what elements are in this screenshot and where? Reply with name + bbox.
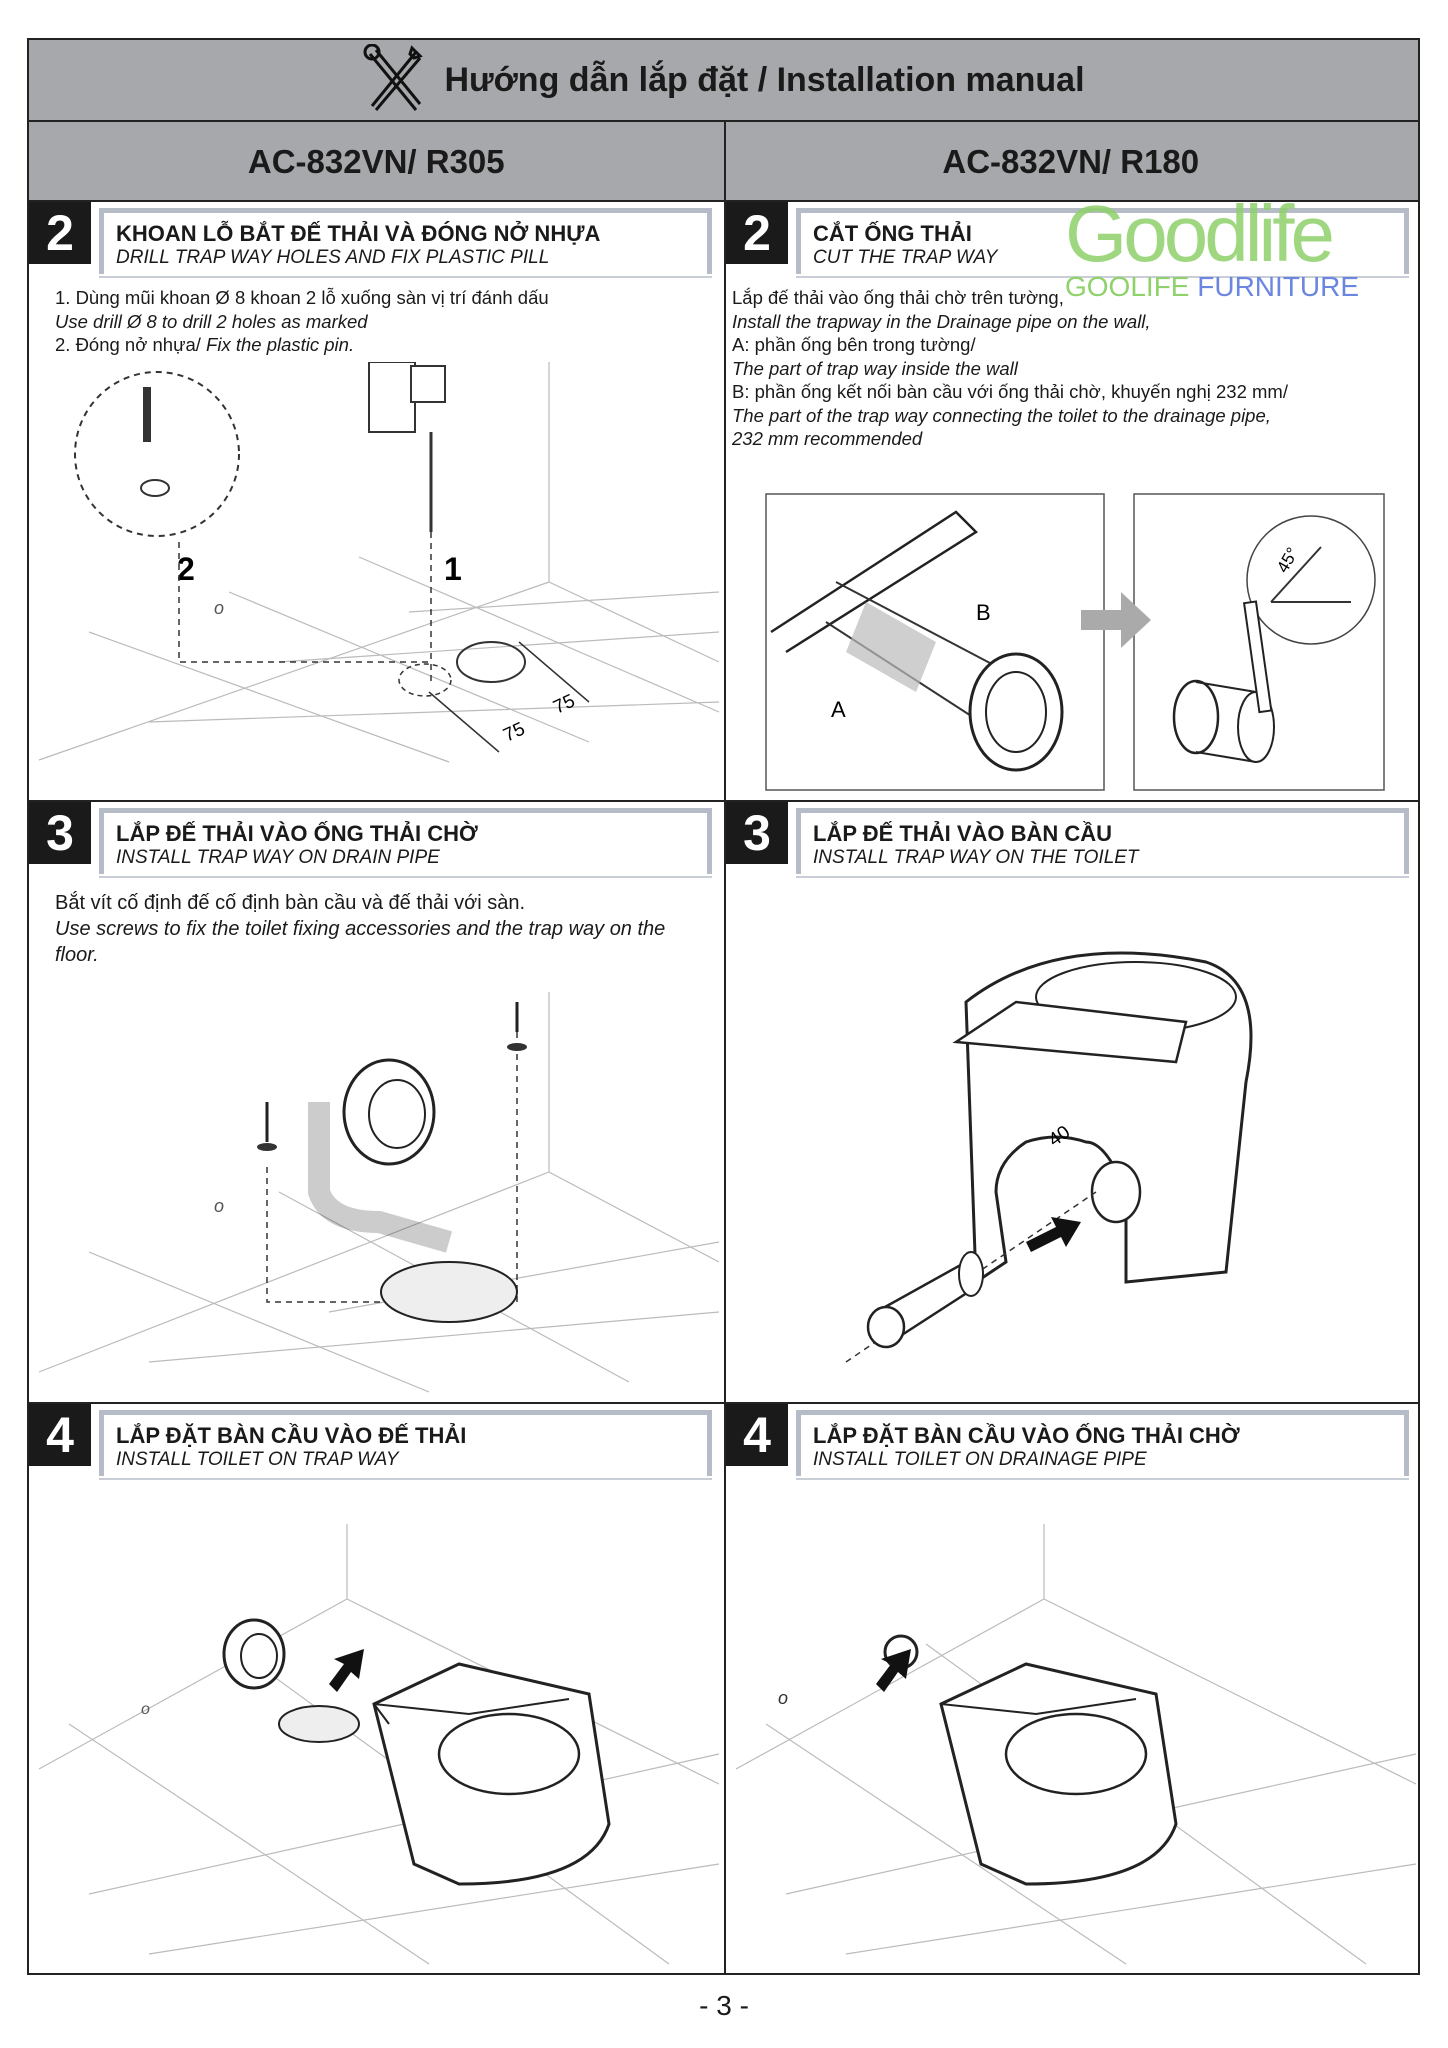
arrow-icon <box>1026 1217 1081 1252</box>
step-heading: LẮP ĐẾ THẢI VÀO BÀN CẦU INSTALL TRAP WAY… <box>796 808 1409 878</box>
model-left: AC-832VN/ R305 <box>247 143 505 180</box>
dimension-label: 75 <box>500 719 528 747</box>
label-a: A <box>831 697 846 722</box>
step-number: 4 <box>726 1404 788 1466</box>
drill-label: 1 <box>444 551 462 587</box>
instruction-line: B: phần ống kết nối bàn cầu với ống thải… <box>732 381 1288 402</box>
o-mark: o <box>214 1196 224 1216</box>
instruction-line: 2. Đóng nở nhựa/ <box>55 334 207 355</box>
model-header: AC-832VN/ R305 AC-832VN/ R180 <box>29 122 1418 202</box>
label-b: B <box>976 600 991 625</box>
step-number: 3 <box>726 802 788 864</box>
row-divider <box>29 800 1418 802</box>
step-title-en: INSTALL TRAP WAY ON THE TOILET <box>813 847 1139 868</box>
instruction-line: The part of the trap way connecting the … <box>732 404 1271 426</box>
arrow-icon <box>329 1649 364 1692</box>
title-bar: Hướng dẫn lắp đặt / Installation manual <box>29 40 1418 122</box>
instruction-line: A: phần ống bên trong tường/ <box>732 334 976 355</box>
instruction-line: 232 mm recommended <box>732 428 923 449</box>
instruction-line: Use drill Ø 8 to drill 2 holes as marked <box>55 310 368 332</box>
logo-main: Goodlife <box>1065 189 1335 278</box>
page-title: Hướng dẫn lắp đặt / Installation manual <box>444 60 1085 99</box>
step-title-vi: LẮP ĐẾ THẢI VÀO ỐNG THẢI CHỜ <box>116 821 478 846</box>
toilet-on-drain-illustration: o <box>735 1524 1417 1965</box>
step-title-vi: KHOAN LỖ BẮT ĐẾ THẢI VÀ ĐÓNG NỞ NHỰA <box>116 221 601 246</box>
left-step-4: 4 LẮP ĐẶT BÀN CẦU VÀO ĐẾ THẢI INSTALL TO… <box>29 1404 724 1977</box>
step-number: 2 <box>726 202 788 264</box>
step-heading: LẮP ĐẶT BÀN CẦU VÀO ỐNG THẢI CHỜ INSTALL… <box>796 1410 1409 1480</box>
tools-icon <box>363 44 424 111</box>
dimension-label: 75 <box>550 691 578 719</box>
toilet-on-trap-illustration: o <box>38 1524 720 1965</box>
row-divider <box>29 1402 1418 1404</box>
pin-label: 2 <box>177 551 195 587</box>
step-instructions: Bắt vít cố định đế cố định bàn cầu và đế… <box>55 890 695 968</box>
column-divider <box>724 122 726 1973</box>
step-instructions: Lắp đế thải vào ống thải chờ trên tường,… <box>732 286 1288 451</box>
file-tool-icon <box>1242 600 1273 714</box>
step-title-en: INSTALL TOILET ON TRAP WAY <box>116 1449 399 1470</box>
step-title-en: INSTALL TRAP WAY ON DRAIN PIPE <box>116 847 440 868</box>
manual-page: Hướng dẫn lắp đặt / Installation manual … <box>27 38 1420 1975</box>
step-title-vi: CẮT ỐNG THẢI <box>813 221 972 246</box>
right-step-2: 2 CẮT ỐNG THẢI CUT THE TRAP WAY Lắp đế t… <box>726 202 1421 800</box>
model-right: AC-832VN/ R180 <box>942 143 1200 180</box>
step-heading: KHOAN LỖ BẮT ĐẾ THẢI VÀ ĐÓNG NỞ NHỰA DRI… <box>99 208 712 278</box>
goodlife-watermark: Goodlife GOOLIFE FURNITURE <box>1065 189 1360 302</box>
left-step-3: 3 LẮP ĐẾ THẢI VÀO ỐNG THẢI CHỜ INSTALL T… <box>29 802 724 1402</box>
instruction-line: Fix the plastic pin. <box>206 334 355 355</box>
left-step-2: 2 KHOAN LỖ BẮT ĐẾ THẢI VÀ ĐÓNG NỞ NHỰA D… <box>29 202 724 800</box>
instruction-line: The part of trap way inside the wall <box>732 357 1018 379</box>
instruction-line: Bắt vít cố định đế cố định bàn cầu và đế… <box>55 892 526 914</box>
step-number: 2 <box>29 202 91 264</box>
drill-icon <box>368 362 416 433</box>
logo-sub: FURNITURE <box>1197 271 1360 302</box>
o-mark: o <box>214 598 224 618</box>
page-number: - 3 - <box>699 1990 749 2021</box>
step-title-vi: LẮP ĐẾ THẢI VÀO BÀN CẦU <box>813 821 1113 846</box>
right-step-3: 3 LẮP ĐẾ THẢI VÀO BÀN CẦU INSTALL TRAP W… <box>726 802 1421 1402</box>
step-title-en: CUT THE TRAP WAY <box>813 247 998 268</box>
toilet-trap-illustration: 40 <box>845 951 1253 1363</box>
step-title-en: INSTALL TOILET ON DRAINAGE PIPE <box>813 1449 1147 1470</box>
o-mark: o <box>141 1701 150 1718</box>
drill-illustration: 2 1 o 75 75 <box>38 362 720 763</box>
step-title-vi: LẮP ĐẶT BÀN CẦU VÀO ỐNG THẢI CHỜ <box>813 1423 1240 1448</box>
instruction-line: Lắp đế thải vào ống thải chờ trên tường, <box>732 287 1064 308</box>
trap-pipe <box>342 1058 436 1166</box>
right-step-4: 4 LẮP ĐẶT BÀN CẦU VÀO ỐNG THẢI CHỜ INSTA… <box>726 1404 1421 1977</box>
o-mark: o <box>778 1688 788 1708</box>
step-number: 4 <box>29 1404 91 1466</box>
cut-pipe-illustration: B A 45° <box>765 493 1385 791</box>
arrow-icon <box>876 1649 911 1692</box>
arrow-icon <box>1081 592 1151 648</box>
instruction-line: 1. Dùng mũi khoan Ø 8 khoan 2 lỗ xuống s… <box>55 287 549 308</box>
step-instructions: 1. Dùng mũi khoan Ø 8 khoan 2 lỗ xuống s… <box>55 286 549 357</box>
step-number: 3 <box>29 802 91 864</box>
step-title-vi: LẮP ĐẶT BÀN CẦU VÀO ĐẾ THẢI <box>116 1423 467 1448</box>
step-heading: LẮP ĐẶT BÀN CẦU VÀO ĐẾ THẢI INSTALL TOIL… <box>99 1410 712 1480</box>
step-heading: CẮT ỐNG THẢI CUT THE TRAP WAY <box>796 208 1409 278</box>
logo-sub: GOOLIFE <box>1065 271 1190 302</box>
step-title-en: DRILL TRAP WAY HOLES AND FIX PLASTIC PIL… <box>116 247 550 268</box>
trap-install-illustration: o <box>38 992 720 1393</box>
instruction-line: Install the trapway in the Drainage pipe… <box>732 310 1151 332</box>
instruction-line: Use screws to fix the toilet fixing acce… <box>55 918 666 966</box>
step-heading: LẮP ĐẾ THẢI VÀO ỐNG THẢI CHỜ INSTALL TRA… <box>99 808 712 878</box>
